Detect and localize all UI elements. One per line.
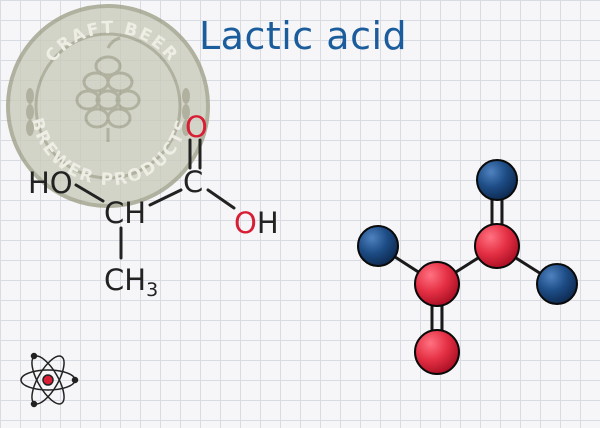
ball-oxygen-left xyxy=(357,225,399,267)
watermark-stamp: CRAFT BEER BREWER PRODUCTS xyxy=(6,4,210,208)
bond-c-oh xyxy=(206,188,236,210)
atom-oh-o: O xyxy=(234,206,257,240)
structural-formula: HO CH C O OH CH3 xyxy=(28,110,279,301)
ball-carbon-center xyxy=(414,261,460,307)
atom-icon xyxy=(20,352,79,408)
ball-oxygen-top xyxy=(476,159,518,201)
atom-o-carbonyl: O xyxy=(185,110,208,144)
wheat-left-icon xyxy=(26,88,34,136)
ball-carbon-upper xyxy=(474,223,520,269)
page-title: Lactic acid xyxy=(199,14,408,58)
ball-stick-model xyxy=(357,159,578,375)
wheat-right-icon xyxy=(182,88,190,136)
atom-ch3: CH3 xyxy=(104,263,158,301)
bond-ch-c xyxy=(148,188,183,207)
bond-ho-ch xyxy=(74,183,105,203)
atom-c: C xyxy=(183,165,203,199)
atom-ho: HO xyxy=(28,166,73,200)
atom-oh-h: H xyxy=(257,206,279,240)
bonds xyxy=(74,138,236,260)
atom-ch: CH xyxy=(104,196,146,230)
atom-ch3-subscript: 3 xyxy=(146,279,158,301)
ball-carbon-lower xyxy=(414,329,460,375)
hop-icon xyxy=(75,36,141,142)
atom-oh: OH xyxy=(234,206,279,240)
ball-oxygen-right xyxy=(536,263,578,305)
